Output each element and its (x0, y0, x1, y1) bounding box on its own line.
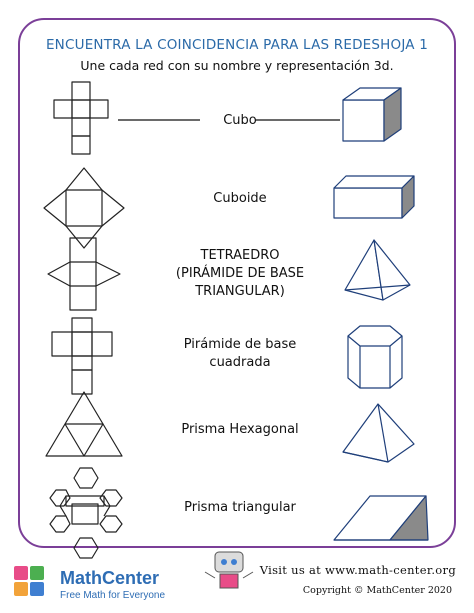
brand-name: MathCenter (60, 568, 160, 588)
square-pyramid-solid (342, 403, 415, 463)
mathcenter-logo-icon (14, 566, 44, 596)
name-line: TETRAEDRO (200, 248, 280, 263)
name-line: Cubo (223, 113, 257, 128)
worksheet-title: ENCUENTRA LA COINCIDENCIA PARA LAS REDES… (45, 37, 429, 53)
name-cube: Cubo (160, 112, 320, 130)
brand-tagline: Free Math for Everyone (60, 590, 166, 601)
name-line: Pirámide de base (183, 337, 297, 352)
name-tetrahedron: TETRAEDRO (PIRÁMIDE DE BASE TRIANGULAR) (140, 247, 340, 301)
website-link[interactable]: Visit us at www.math-center.org (259, 563, 456, 577)
tetrahedron-solid (344, 239, 411, 301)
name-triangular-prism: Prisma triangular (150, 499, 330, 517)
triangular-prism-net (47, 237, 121, 311)
copyright-text: Copyright © MathCenter 2020 (302, 585, 452, 596)
triangular-prism-solid (333, 495, 429, 541)
tetrahedron-net (45, 391, 123, 457)
name-square-pyramid: Pirámide de base cuadrada (150, 336, 330, 372)
cuboid-net (51, 317, 113, 395)
name-hexagonal-prism: Prisma Hexagonal (150, 421, 330, 439)
cube-net (53, 81, 109, 155)
name-line: Cuboide (213, 191, 267, 206)
square-pyramid-net (43, 167, 125, 249)
name-line: (PIRÁMIDE DE BASE (175, 266, 305, 281)
name-line: cuadrada (209, 355, 271, 370)
name-line: Prisma triangular (184, 500, 296, 515)
robot-mascot-icon (204, 551, 254, 589)
worksheet-border (18, 18, 456, 548)
name-line: TRIANGULAR) (195, 284, 285, 299)
hexagonal-prism-solid (347, 325, 403, 389)
cube-solid (342, 87, 402, 142)
name-line: Prisma Hexagonal (181, 422, 299, 437)
worksheet-instructions: Une cada red con su nombre y representac… (80, 58, 394, 73)
name-cuboid: Cuboide (160, 190, 320, 208)
hexagonal-prism-net (49, 467, 123, 559)
cuboid-solid (333, 175, 415, 219)
